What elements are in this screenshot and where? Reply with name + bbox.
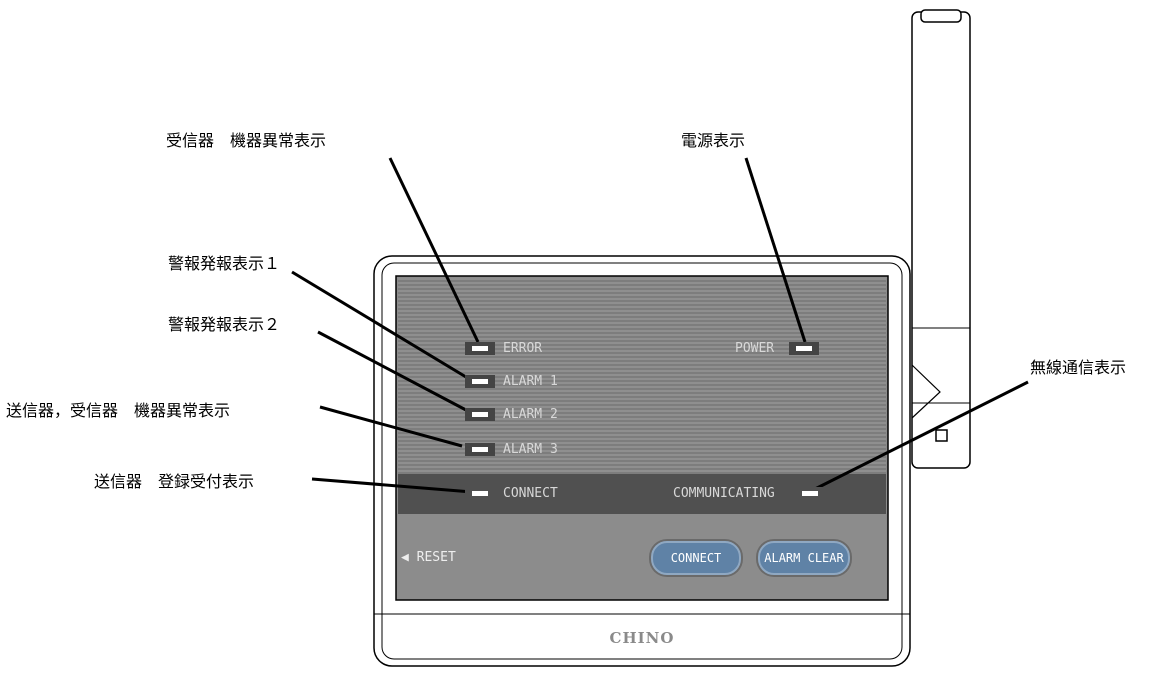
brand-logo: CHINO <box>609 629 675 647</box>
callout-transmitter-receiver-error: 送信器，受信器 機器異常表示 <box>6 401 231 420</box>
alarm-2-label: ALARM 2 <box>503 407 558 422</box>
error-led <box>465 342 495 355</box>
communicating-label: COMMUNICATING <box>673 486 775 501</box>
communicating-led <box>795 487 825 500</box>
reset-label[interactable]: ◀ RESET <box>401 550 456 565</box>
alarm-1-label: ALARM 1 <box>503 374 558 389</box>
alarm-3-led <box>465 443 495 456</box>
error-label: ERROR <box>503 341 543 356</box>
connect-label: CONNECT <box>503 486 558 501</box>
callout-power-display: 電源表示 <box>681 131 746 150</box>
power-led <box>789 342 819 355</box>
callout-alarm-display-1: 警報発報表示１ <box>168 254 281 273</box>
alarm-3-label: ALARM 3 <box>503 442 558 457</box>
callout-alarm-display-2: 警報発報表示２ <box>168 315 281 334</box>
leader-lines <box>291 157 1029 494</box>
connect-led <box>465 487 495 500</box>
connect-button[interactable]: CONNECT <box>651 541 741 575</box>
alarm-2-led <box>465 408 495 421</box>
alarm-1-led <box>465 375 495 388</box>
power-label: POWER <box>735 341 775 356</box>
antenna <box>911 9 971 469</box>
callout-wireless-comm-display: 無線通信表示 <box>1030 358 1127 377</box>
receiver-body <box>373 255 911 667</box>
callout-receiver-device-error: 受信器 機器異常表示 <box>166 131 327 150</box>
alarm-clear-button[interactable]: ALARM CLEAR <box>758 541 850 575</box>
callout-transmitter-registration: 送信器 登録受付表示 <box>94 472 255 491</box>
